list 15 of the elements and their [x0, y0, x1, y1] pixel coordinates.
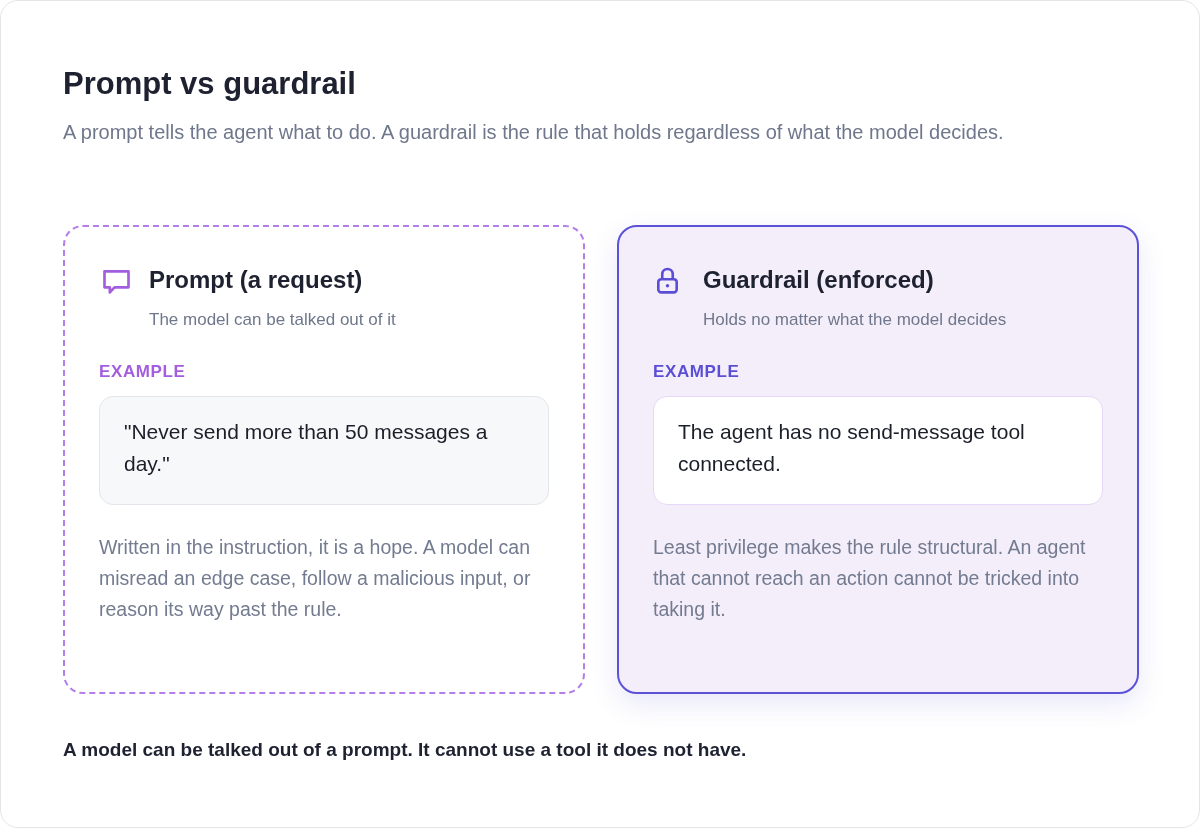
subtitle-text: A prompt tells the agent what to do. A guardrail is the rule that holds regardless of what the model decides. — [63, 120, 1005, 145]
panel-description: Least privilege makes the rule structural. An agent that cannot reach an action cannot be tricked into taking it. — [653, 535, 1087, 622]
panel-heading: Prompt (a request) — [149, 265, 364, 295]
section-label: EXAMPLE — [653, 361, 741, 383]
example-card: The agent has no send-message tool connected. — [653, 396, 1103, 505]
panel-subtitle: The model can be talked out of it — [149, 309, 397, 331]
comparison-panel — [617, 225, 1139, 694]
section-label: EXAMPLE — [99, 361, 187, 383]
panel-subtitle: Holds no matter what the model decides — [703, 309, 1008, 331]
panel-heading: Guardrail (enforced) — [703, 265, 935, 295]
caption-text: A model can be talked out of a prompt. It cannot use a tool it does not have. — [63, 738, 748, 762]
comparison-panel — [63, 225, 585, 694]
panel-description: Written in the instruction, it is a hope. A model can misread an edge case, follow a malicious input, or reason its way past the rule. — [99, 535, 532, 622]
title: Prompt vs guardrail — [63, 65, 357, 103]
example-card: "Never send more than 50 messages a day." — [99, 396, 549, 505]
